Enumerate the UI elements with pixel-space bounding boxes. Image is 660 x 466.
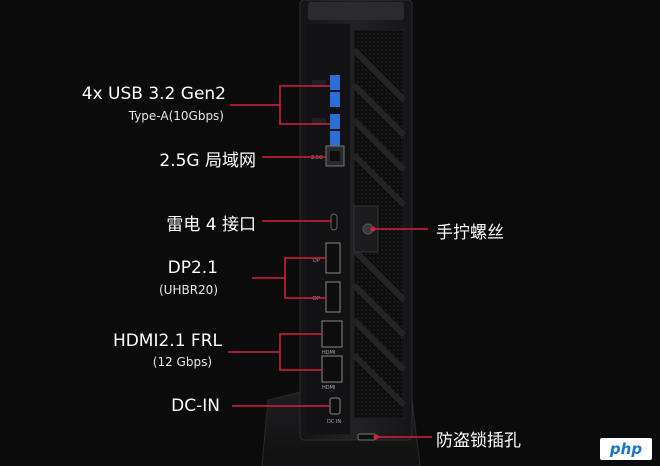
hdmi-logo: HDMI (322, 385, 335, 391)
dp-mark: DP (313, 296, 320, 302)
hdmi-port (321, 355, 343, 383)
usb-port (330, 131, 340, 146)
watermark-logo: php (600, 438, 652, 460)
dc-in-label: DC-IN (171, 396, 220, 416)
callout-dot (370, 226, 376, 232)
dp-port (325, 242, 341, 274)
usb-label: 4x USB 3.2 Gen2 (81, 84, 226, 104)
hdmi-sub-label: (12 Gbps) (152, 355, 212, 369)
lan-mark: 2.5G (311, 155, 323, 161)
usb-port (330, 114, 340, 129)
lock-label: 防盗锁插孔 (436, 431, 521, 451)
dc-mark: DC IN (327, 419, 341, 425)
dp-port (325, 281, 341, 313)
screw-label: 手拧螺丝 (436, 223, 504, 243)
dp-mark: DP (313, 258, 320, 264)
usb-ports (312, 75, 340, 146)
hdmi-logo: HDMI (322, 350, 335, 356)
hdmi-label: HDMI2.1 FRL (112, 331, 222, 351)
callout-dot (373, 434, 379, 440)
hdmi-port (321, 320, 343, 348)
dp-sub-label: (UHBR20) (158, 283, 218, 297)
thunderbolt-port (330, 213, 338, 231)
usb-sub-label: Type-A(10Gbps) (128, 109, 224, 123)
dp-label: DP2.1 (167, 258, 218, 278)
dc-in-port (329, 397, 341, 415)
callout-lines (228, 85, 432, 438)
lock-slot (357, 433, 377, 441)
usb-port (330, 75, 340, 90)
thunderbolt-label: 雷电 4 接口 (166, 215, 256, 235)
vent-ribs (351, 47, 407, 408)
lan-label: 2.5G 局域网 (159, 151, 256, 171)
device-top-cap (308, 2, 404, 20)
usb-port (330, 92, 340, 107)
